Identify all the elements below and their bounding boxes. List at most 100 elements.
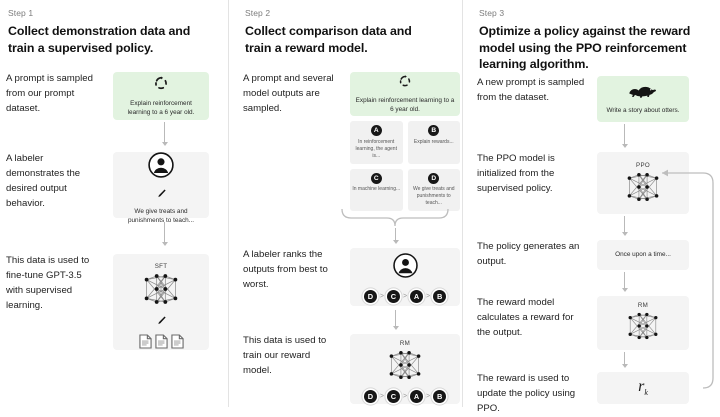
step-1-caption-2: A labeler demonstrates the desired outpu… bbox=[6, 153, 81, 209]
arrow-2-2 bbox=[391, 310, 400, 330]
output-badge-a: A bbox=[370, 125, 382, 136]
step-3-row-2: The PPO model is initialized from the su… bbox=[477, 152, 689, 214]
prompt-text-3: Write a story about otters. bbox=[606, 106, 680, 114]
rm-rank-gt-2: > bbox=[402, 393, 408, 400]
step-2-row-3: This data is used to train our reward mo… bbox=[243, 334, 460, 404]
step-2-caption-3: This data is used to train our reward mo… bbox=[243, 335, 327, 376]
reward-symbol-subscript: k bbox=[644, 388, 648, 398]
prompt-text-1: Explain reinforcement learning to a 6 ye… bbox=[127, 99, 195, 116]
output-text-c: In machine learning... bbox=[352, 186, 401, 192]
ppo-model-label: PPO bbox=[636, 161, 650, 169]
step-3-caption-2: The PPO model is initialized from the su… bbox=[477, 153, 555, 194]
ppo-model-card: PPO bbox=[597, 152, 689, 214]
prompt-card-2: Explain reinforcement learning to a 6 ye… bbox=[350, 72, 460, 116]
rm-model-label-step2: RM bbox=[399, 340, 411, 347]
otter-icon bbox=[627, 83, 659, 103]
labeler-person-icon bbox=[147, 151, 175, 184]
arrow-3-1 bbox=[620, 124, 629, 148]
rm-rank-badge-2: C bbox=[386, 390, 400, 403]
output-badge-d: D bbox=[428, 172, 440, 184]
step-1-caption-1: A prompt is sampled from our prompt data… bbox=[6, 73, 93, 114]
step-1-caption-3: This data is used to fine-tune GPT-3.5 w… bbox=[6, 255, 90, 311]
labeler-card-2: D > C > A > B bbox=[350, 248, 460, 306]
reward-symbol: rk bbox=[638, 378, 648, 397]
model-outputs-grid: A In reinforcement learning, the agent i… bbox=[350, 121, 460, 211]
output-card-a: A In reinforcement learning, the agent i… bbox=[350, 121, 403, 164]
step-3-label: Step 3 bbox=[479, 8, 505, 18]
step-2-row-2: A labeler ranks the outputs from best to… bbox=[243, 248, 460, 306]
prompt-text-2: Explain reinforcement learning to a 6 ye… bbox=[355, 96, 455, 113]
policy-output-card: Once upon a time... bbox=[597, 240, 689, 270]
rank-badge-1: D bbox=[363, 289, 377, 303]
output-badge-b: B bbox=[428, 125, 440, 136]
prompt-card-1: Explain reinforcement learning to a 6 ye… bbox=[113, 72, 209, 120]
step-3-row-5: The reward is used to update the policy … bbox=[477, 372, 689, 417]
arrow-1-1 bbox=[160, 122, 169, 146]
step-1-row-1: A prompt is sampled from our prompt data… bbox=[6, 72, 209, 120]
output-text-b: Explain rewards... bbox=[413, 138, 454, 145]
rank-gt-1: > bbox=[379, 292, 384, 300]
rm-rank-badge-3: A bbox=[410, 390, 424, 403]
sft-model-card: SFT bbox=[113, 254, 209, 350]
rm-model-card-step2: RM bbox=[350, 334, 460, 404]
step-2-caption-1: A prompt and several model outputs are s… bbox=[243, 73, 334, 114]
reward-card: rk bbox=[597, 372, 689, 404]
labeler-text-1: We give treats and punishments to teach.… bbox=[127, 207, 195, 224]
rm-model-label-step3: RM bbox=[637, 302, 649, 309]
rank-badge-2: C bbox=[386, 289, 400, 303]
neural-network-icon bbox=[384, 348, 426, 387]
step-1-row-2: A labeler demonstrates the desired outpu… bbox=[6, 151, 209, 224]
arrow-3-4 bbox=[620, 352, 629, 368]
rm-rank-gt-1: > bbox=[379, 393, 384, 400]
step-3-caption-1: A new prompt is sampled from the dataset… bbox=[477, 77, 585, 103]
recycle-icon bbox=[153, 75, 169, 96]
pen-icon bbox=[156, 313, 167, 331]
ranking-row-labeler: D > C > A > B bbox=[363, 289, 447, 303]
step-1-label: Step 1 bbox=[8, 8, 34, 18]
rm-rank-badge-1: D bbox=[363, 390, 377, 403]
neural-network-icon bbox=[139, 271, 183, 312]
step-2-column: Step 2 Collect comparison data and train… bbox=[228, 0, 462, 407]
step-3-caption-4: The reward model calculates a reward for… bbox=[477, 297, 574, 338]
reward-symbol-base: r bbox=[638, 378, 645, 396]
step-2-title: Collect comparison data and train a rewa… bbox=[245, 24, 412, 55]
step-3-title: Optimize a policy against the reward mod… bbox=[479, 24, 691, 72]
step-2-label: Step 2 bbox=[245, 8, 271, 18]
arrow-1-2 bbox=[160, 222, 169, 246]
rm-rank-gt-3: > bbox=[426, 393, 431, 400]
output-card-b: B Explain rewards... bbox=[407, 121, 460, 164]
arrow-3-3 bbox=[620, 272, 629, 292]
prompt-card-3: Write a story about otters. bbox=[597, 76, 689, 122]
ranking-row-rm: D > C > A > B bbox=[363, 390, 447, 403]
output-badge-c: C bbox=[370, 172, 382, 184]
policy-output-text: Once upon a time... bbox=[615, 251, 671, 259]
rank-badge-4: B bbox=[433, 289, 447, 303]
step-3-row-3: The policy generates an output. Once upo… bbox=[477, 240, 689, 270]
output-text-a: In reinforcement learning, the agent is.… bbox=[355, 138, 397, 159]
sft-model-label: SFT bbox=[154, 262, 168, 270]
neural-network-icon bbox=[623, 310, 663, 347]
arrow-2-1 bbox=[391, 228, 400, 244]
rm-rank-badge-4: B bbox=[433, 390, 447, 403]
rank-gt-2: > bbox=[402, 292, 408, 300]
step-1-title: Collect demonstration data and train a s… bbox=[8, 24, 191, 55]
arrow-3-2 bbox=[620, 216, 629, 236]
step-3-row-1: A new prompt is sampled from the dataset… bbox=[477, 76, 689, 122]
step-3-caption-3: The policy generates an output. bbox=[477, 241, 580, 267]
rank-gt-3: > bbox=[426, 292, 431, 300]
labeler-card-1: We give treats and punishments to teach.… bbox=[113, 151, 209, 224]
step-1-column: Step 1 Collect demonstration data and tr… bbox=[0, 0, 228, 407]
merge-brace bbox=[340, 207, 450, 240]
step-3-column: Step 3 Optimize a policy against the rew… bbox=[462, 0, 720, 414]
rank-badge-3: A bbox=[410, 289, 424, 303]
step-3-caption-5: The reward is used to update the policy … bbox=[477, 373, 576, 414]
step-2-caption-2: A labeler ranks the outputs from best to… bbox=[243, 249, 328, 290]
step-1-row-3: This data is used to fine-tune GPT-3.5 w… bbox=[6, 254, 209, 350]
step-3-row-4: The reward model calculates a reward for… bbox=[477, 296, 689, 350]
output-card-d: D We give treats and punishments to teac… bbox=[407, 168, 460, 211]
labeler-person-icon bbox=[392, 252, 419, 284]
documents-icon bbox=[138, 333, 184, 349]
step-2-row-1: A prompt and several model outputs are s… bbox=[243, 72, 460, 211]
output-text-d: We give treats and punishments to teach.… bbox=[412, 186, 455, 206]
